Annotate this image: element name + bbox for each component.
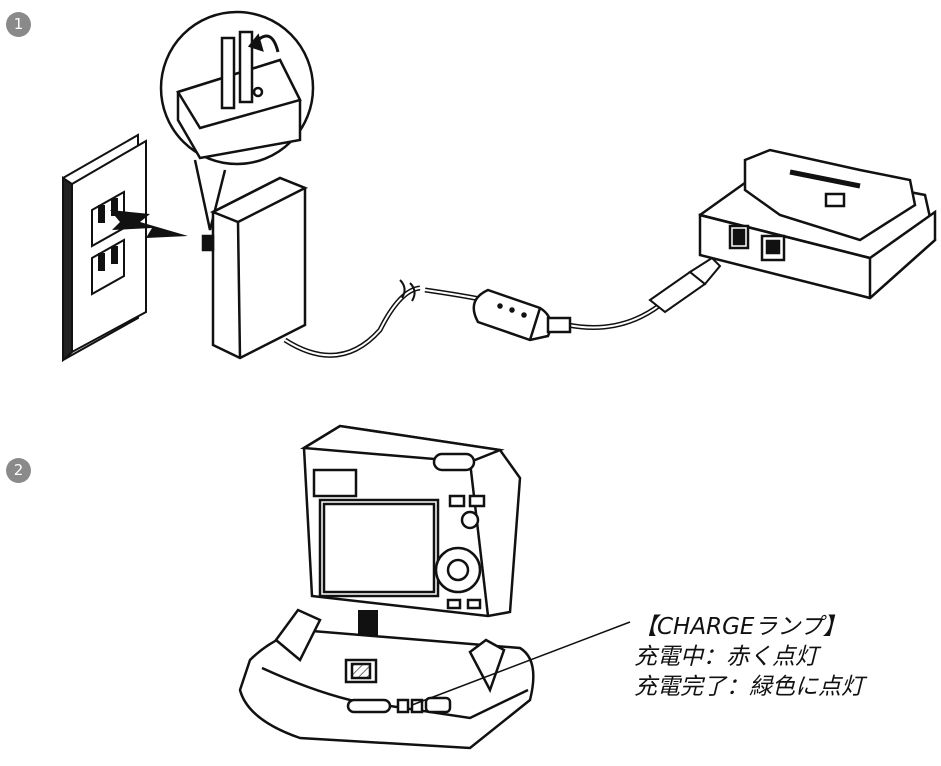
charge-complete-status-text: 充電完了：緑色に点灯 xyxy=(634,674,864,700)
charge-lamp-title: 【CHARGEランプ】 xyxy=(634,614,846,640)
usb-cradle-bottom xyxy=(238,608,535,750)
step-2-badge: 2 xyxy=(6,458,31,483)
ac-adapter xyxy=(201,176,309,360)
charging-status-text: 充電中：赤く点灯 xyxy=(634,644,818,670)
ferrite-core xyxy=(472,288,572,342)
charge-lamp-callout: 【CHARGEランプ】 充電中：赤く点灯 充電完了：緑色に点灯 xyxy=(634,612,864,702)
usb-cradle-top xyxy=(698,148,937,300)
callout-leader-line xyxy=(411,621,631,706)
camera xyxy=(300,424,522,618)
plug-detail-magnifier xyxy=(159,10,315,231)
step-1-badge: 1 xyxy=(6,12,31,37)
wall-outlet xyxy=(62,133,147,363)
insert-arrow xyxy=(110,210,188,238)
